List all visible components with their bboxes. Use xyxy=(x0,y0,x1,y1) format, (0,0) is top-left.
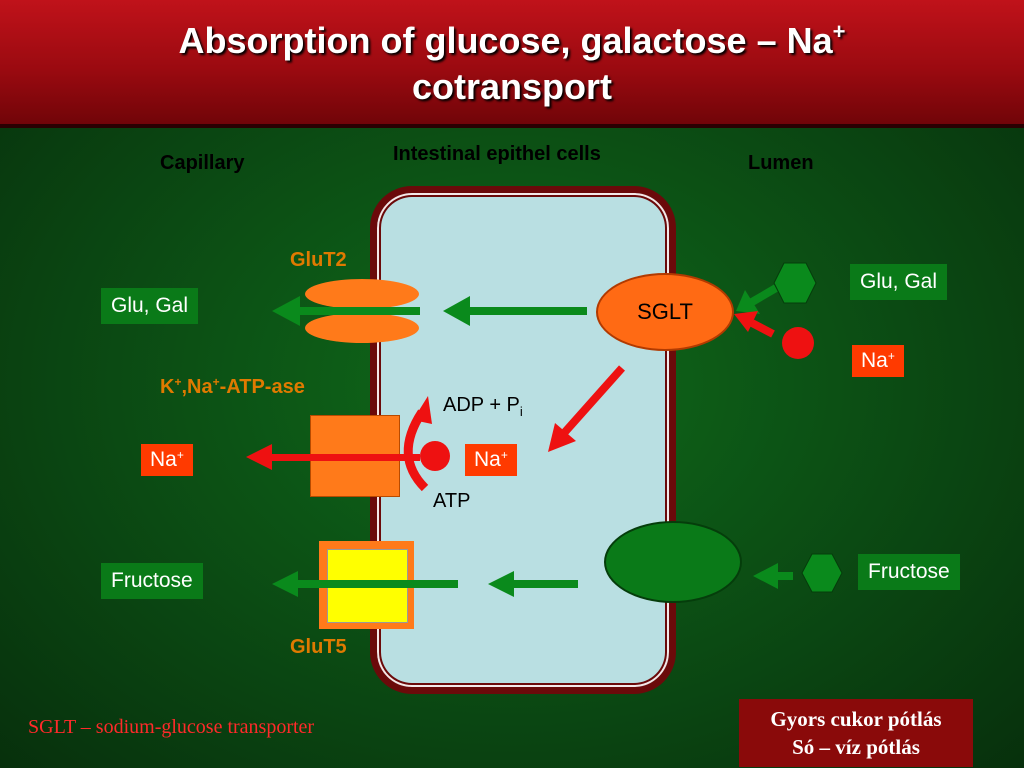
green-arrow-fructose-in xyxy=(488,571,578,597)
na-cytoplasm-box: Na+ xyxy=(465,444,517,476)
glu-gal-lumen-box: Glu, Gal xyxy=(850,264,948,300)
glut2-transporter-top xyxy=(305,279,419,309)
lumen-label: Lumen xyxy=(748,152,814,174)
na-capillary-box: Na+ xyxy=(141,444,193,476)
fructose-lumen-box: Fructose xyxy=(858,554,960,590)
green-arrow-fructose-to-capillary xyxy=(272,571,458,597)
note-box: Gyors cukor pótlás Só – víz pótlás xyxy=(739,699,973,767)
red-arrow-na-to-capillary xyxy=(246,444,420,470)
fructose-apical-transporter xyxy=(604,521,742,603)
title-line-1: Absorption of glucose, galactose – Na xyxy=(178,20,833,61)
capillary-label: Capillary xyxy=(160,152,245,174)
title-bar: Absorption of glucose, galactose – Na+ c… xyxy=(0,0,1024,128)
atp-curved-arrow xyxy=(403,396,432,492)
title-line-2: cotransport xyxy=(411,66,613,107)
glut2-transporter-bottom xyxy=(305,313,419,343)
green-arrow-fructose-lumen xyxy=(753,563,793,589)
green-arrow-to-capillary xyxy=(272,296,420,326)
na-lumen-box: Na+ xyxy=(852,345,904,377)
sglt-label: SGLT xyxy=(637,299,693,324)
fructose-hexagon-icon xyxy=(801,553,843,593)
sglt-legend: SGLT – sodium-glucose transporter xyxy=(28,716,315,738)
epithel-label: Intestinal epithel cells xyxy=(393,143,601,165)
glut2-label: GluT2 xyxy=(290,249,347,271)
atpase-label: K+,Na+-ATP-ase xyxy=(160,375,305,398)
glu-gal-capillary-box: Glu, Gal xyxy=(101,288,199,324)
green-arrow-glucose-to-sglt xyxy=(736,284,779,314)
sodium-ion-icon xyxy=(782,327,814,359)
fructose-capillary-box: Fructose xyxy=(101,563,203,599)
red-arrow-sglt-to-cytoplasm xyxy=(548,365,625,452)
red-arrow-na-to-sglt xyxy=(734,311,775,338)
slide-title: Absorption of glucose, galactose – Na+ c… xyxy=(0,18,1024,110)
note-line-1: Gyors cukor pótlás xyxy=(770,707,942,731)
title-superscript: + xyxy=(832,19,846,44)
glut5-label: GluT5 xyxy=(290,636,347,658)
note-line-2: Só – víz pótlás xyxy=(792,735,920,759)
glucose-hexagon-icon xyxy=(773,262,817,304)
green-arrow-sglt-to-glut2 xyxy=(443,296,587,326)
sodium-ion-inside-icon xyxy=(420,441,450,471)
adp-label: ADP + Pi xyxy=(443,394,523,419)
sglt-transporter: SGLT xyxy=(596,273,734,351)
atp-label: ATP xyxy=(433,490,471,512)
